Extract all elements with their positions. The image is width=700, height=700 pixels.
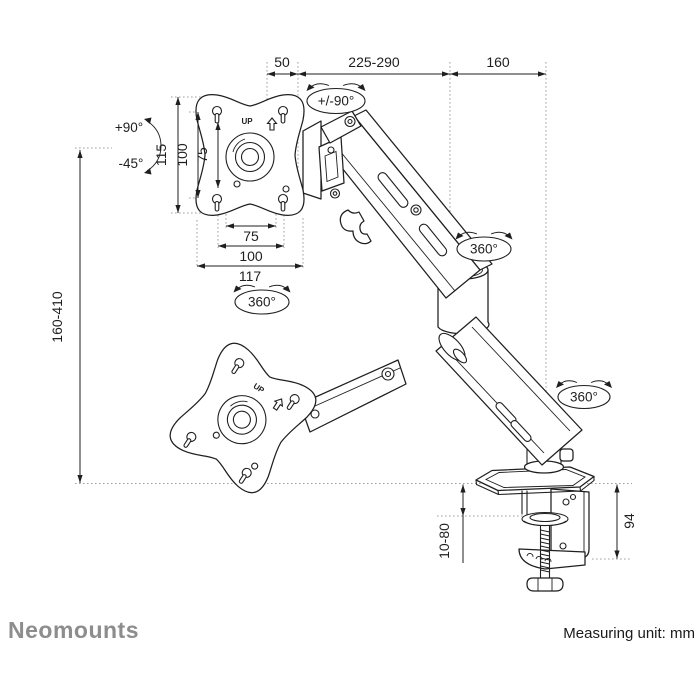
dimensions: 50 225-290 160 115 100 — [49, 54, 637, 563]
tilt-arc — [146, 120, 162, 172]
rotation-head-annotation: 360° — [233, 284, 291, 315]
tilt-annotation: +90° -45° — [115, 117, 162, 175]
up-arrow-icon — [272, 398, 284, 411]
dim-height-range-label: 160-410 — [49, 291, 65, 343]
dim-clamp-range: 10-80 — [436, 484, 466, 563]
ghost-arm-link — [299, 359, 407, 433]
measuring-unit-note: Measuring unit: mm — [563, 625, 695, 642]
lower-arm — [435, 316, 583, 466]
dim-vesa-v75-label: 75 — [194, 147, 210, 163]
clamp-knob — [526, 577, 564, 592]
keyhole-slots — [211, 105, 290, 212]
dim-base-offset-label: 160 — [486, 54, 510, 70]
dim-clamp-height-label: 94 — [621, 513, 637, 529]
dim-arm-reach-label: 225-290 — [348, 54, 400, 70]
upper-arm — [325, 109, 493, 299]
dim-vesa-h75-label: 75 — [243, 228, 259, 244]
dim-vesa-v75: 75 — [194, 122, 221, 188]
dim-offset-50-label: 50 — [274, 54, 290, 70]
clamp-screw — [521, 511, 569, 592]
dim-plate-height: 115 — [153, 97, 181, 213]
dim-height-range: 160-410 — [49, 150, 83, 483]
dim-clamp-range-label: 10-80 — [436, 523, 452, 559]
ghost-vesa-plate: UP — [169, 342, 317, 494]
vesa-plate: UP — [195, 94, 305, 216]
tilt-up-label: +90° — [115, 120, 143, 135]
dim-vesa-h75: 75 — [226, 223, 276, 244]
dim-base-offset: 160 — [450, 54, 546, 77]
desk-clamp — [475, 466, 595, 592]
dim-vesa-h100-label: 100 — [239, 248, 263, 264]
cable-clip — [339, 209, 372, 245]
dim-clamp-height: 94 — [614, 484, 637, 559]
swivel-annotation: +/-90° — [306, 83, 366, 115]
plate-hub — [225, 132, 275, 182]
dim-vesa-v100: 100 — [174, 112, 201, 198]
tension-screw — [559, 448, 574, 462]
swivel-angle-label: +/-90° — [318, 94, 355, 109]
dim-plate-height-label: 115 — [153, 144, 169, 167]
rotation-base-annotation: 360° — [556, 380, 612, 410]
dim-vesa-h100: 100 — [218, 243, 284, 264]
dim-vesa-v100-label: 100 — [174, 143, 190, 167]
clamp-foot — [518, 548, 586, 570]
up-arrow-icon — [266, 117, 278, 131]
desk-plate — [475, 466, 595, 501]
rotation-base-label: 360° — [570, 390, 598, 405]
head-hinge — [302, 110, 362, 200]
rotation-elbow-annotation: 360° — [455, 231, 513, 262]
dim-offset-50: 50 — [267, 54, 298, 77]
brand-logo: Neomounts — [8, 617, 139, 643]
up-label-main: UP — [241, 117, 253, 126]
dim-arm-reach: 225-290 — [298, 54, 450, 77]
keyhole-slots — [183, 358, 300, 484]
tilt-down-label: -45° — [119, 156, 144, 171]
dim-plate-width: 117 — [197, 263, 303, 284]
dim-plate-width-label: 117 — [239, 268, 262, 284]
rotation-elbow-label: 360° — [470, 242, 498, 257]
rotation-head-label: 360° — [248, 295, 276, 310]
plate-hub — [217, 395, 267, 445]
